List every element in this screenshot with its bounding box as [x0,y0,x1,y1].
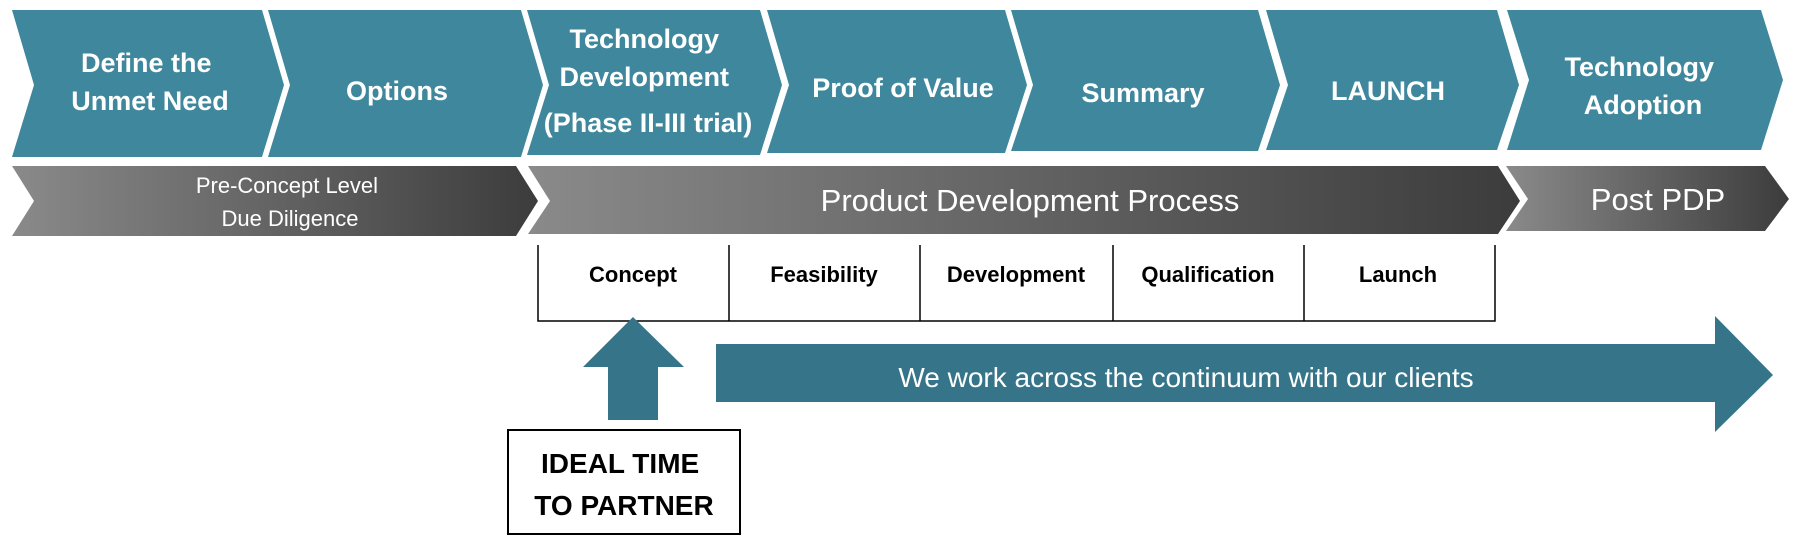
band-label-line-2: Due Diligence [222,206,359,231]
band-shape [12,166,538,236]
callout-label-line-1: IDEAL TIME [541,448,699,479]
ideal-time-callout: IDEAL TIME TO PARTNER [507,429,741,535]
chevron-shape [1011,10,1280,151]
band-label: Product Development Process [821,183,1240,218]
chevron-label: Define the Unmet Need [71,48,229,116]
stage-qualification: Qualification [1141,262,1274,287]
chevron-label: LAUNCH [1331,76,1445,106]
process-band-row: Pre-Concept Level Due Diligence Product … [12,166,1789,236]
stage-feasibility: Feasibility [770,262,878,287]
chevron-define-unmet-need: Define the Unmet Need [12,10,284,157]
chevron-launch: LAUNCH [1266,10,1519,150]
chevron-label-line-2: Unmet Need [71,86,229,116]
chevron-label: Technology Development (Phase II-III tri… [544,24,753,138]
stage-concept: Concept [589,262,678,287]
stage-table-frame [537,245,1496,322]
chevron-shape [268,10,543,157]
callout-box [507,429,741,535]
band-post-pdp: Post PDP [1506,166,1789,231]
chevron-label: Options [346,76,448,106]
chevron-label-line-1: LAUNCH [1331,76,1445,106]
callout-label: IDEAL TIME TO PARTNER [534,448,713,521]
phase-chevron-row: Define the Unmet Need Options Technology… [12,10,1783,157]
chevron-label-line-1: Summary [1081,78,1204,108]
pdp-stage-table: Concept Feasibility Development Qualific… [537,245,1496,322]
chevron-technology-adoption: Technology Adoption [1507,10,1783,150]
band-shape [528,166,1520,234]
chevron-label-line-1: Technology [1564,52,1714,82]
continuum-arrow-label: We work across the continuum with our cl… [898,362,1473,393]
band-label: Post PDP [1591,182,1725,217]
chevron-label-line-1: Options [346,76,448,106]
chevron-label-line-2: Adoption [1584,90,1702,120]
continuum-arrow-shape [716,316,1773,432]
chevron-technology-development: Technology Development (Phase II-III tri… [527,10,782,155]
chevron-label-line-2: Development [559,62,729,92]
band-pre-concept: Pre-Concept Level Due Diligence [12,166,538,236]
stage-development: Development [947,262,1086,287]
band-shape [1506,166,1789,231]
stage-launch: Launch [1359,262,1437,287]
band-label-line-1: Pre-Concept Level [196,173,378,198]
chevron-label-line-1: Proof of Value [812,73,994,103]
chevron-label-line-1: Technology [569,24,719,54]
chevron-summary: Summary [1011,10,1280,151]
chevron-shape [1507,10,1783,150]
chevron-shape [1266,10,1519,150]
chevron-label: Technology Adoption [1564,52,1721,120]
chevron-label: Summary [1081,78,1204,108]
up-arrow-icon [583,317,684,420]
callout-label-line-2: TO PARTNER [534,490,713,521]
chevron-shape [767,10,1027,153]
chevron-shape [12,10,284,157]
chevron-options: Options [268,10,543,157]
chevron-label-line-1: Define the [81,48,212,78]
band-product-development-process: Product Development Process [528,166,1520,234]
chevron-shape [527,10,782,155]
band-label-line-1: Post PDP [1591,182,1725,217]
continuum-arrow: We work across the continuum with our cl… [716,316,1773,432]
chevron-proof-of-value: Proof of Value [767,10,1027,153]
band-label-line-1: Product Development Process [821,183,1240,218]
chevron-label-line-3: (Phase II-III trial) [544,108,753,138]
band-label: Pre-Concept Level Due Diligence [196,173,384,231]
chevron-label: Proof of Value [812,73,994,103]
